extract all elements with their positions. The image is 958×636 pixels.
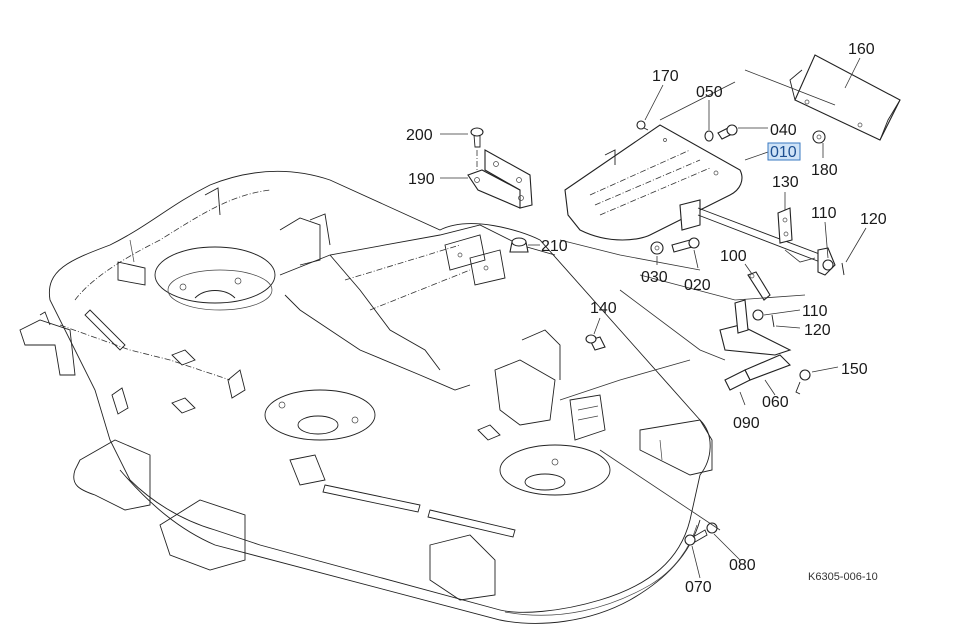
callout-030[interactable]: 030 [641, 269, 668, 286]
discharge-shield-010 [564, 124, 836, 276]
callout-110-lower[interactable]: 110 [802, 303, 828, 320]
callout-100[interactable]: 100 [720, 248, 747, 265]
hardware [585, 120, 845, 546]
callout-210[interactable]: 210 [541, 238, 568, 255]
callout-labels: 160 170 050 040 010 180 200 190 210 130 … [406, 41, 887, 596]
callout-010[interactable]: 010 [770, 144, 797, 161]
callout-170[interactable]: 170 [652, 68, 679, 85]
bracket-190 [467, 149, 533, 209]
callout-140[interactable]: 140 [590, 300, 617, 317]
callout-020[interactable]: 020 [684, 277, 711, 294]
callout-160[interactable]: 160 [848, 41, 875, 58]
callout-180[interactable]: 180 [811, 162, 838, 179]
callout-090[interactable]: 090 [733, 415, 760, 432]
callout-200[interactable]: 200 [406, 127, 433, 144]
callout-120-upper[interactable]: 120 [860, 211, 887, 228]
callout-110-upper[interactable]: 110 [811, 205, 837, 222]
callout-040[interactable]: 040 [770, 122, 797, 139]
callout-050[interactable]: 050 [696, 84, 723, 101]
callout-130[interactable]: 130 [772, 174, 799, 191]
callout-120-lower[interactable]: 120 [804, 322, 831, 339]
assembly-leaders [559, 69, 836, 531]
callout-190[interactable]: 190 [408, 171, 435, 188]
screw-200 [470, 127, 484, 172]
callout-150[interactable]: 150 [841, 361, 868, 378]
callout-060[interactable]: 060 [762, 394, 789, 411]
grommet-210 [509, 237, 529, 253]
callout-080[interactable]: 080 [729, 557, 756, 574]
selected-part-highlight [767, 142, 801, 161]
diagram-code: K6305-006-10 [808, 571, 878, 583]
callout-070[interactable]: 070 [685, 579, 712, 596]
callout-leaders [440, 57, 867, 579]
deflector-cover-160 [789, 54, 901, 141]
